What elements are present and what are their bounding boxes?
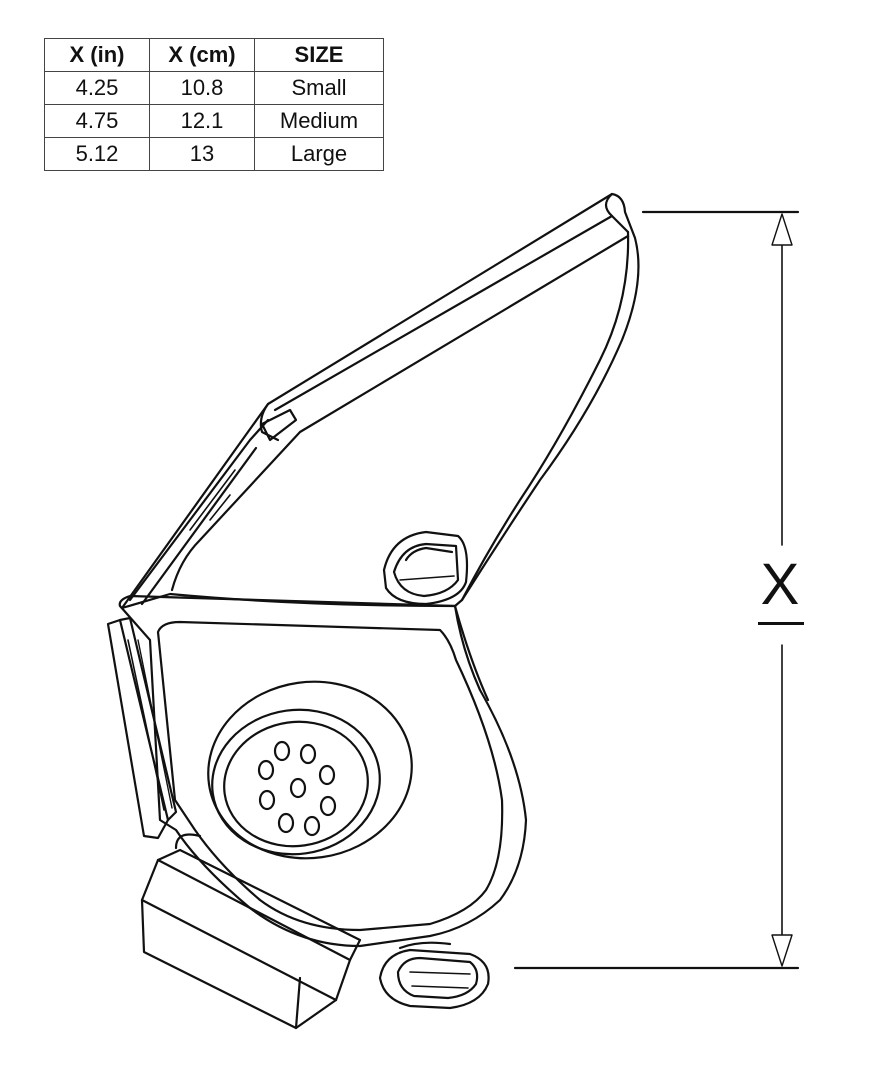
table-row: 5.12 13 Large (44, 137, 384, 171)
bottom-block (140, 833, 362, 1030)
header-x-in: X (in) (44, 38, 150, 72)
cell-x-in: 5.12 (44, 137, 150, 171)
cell-size: Large (254, 137, 384, 171)
cell-size: Small (254, 71, 384, 105)
side-cartridge (106, 616, 178, 840)
header-size: SIZE (254, 38, 384, 72)
dimension-lines (513, 210, 800, 970)
upper-strap-buckle (382, 530, 469, 606)
dimension-label-underline (758, 622, 804, 625)
head-cradle (120, 192, 640, 610)
dimension-bottom-arrow (771, 934, 793, 967)
size-table-header-row: X (in) X (cm) SIZE (44, 38, 384, 72)
size-table: X (in) X (cm) SIZE 4.25 10.8 Small 4.75 … (44, 38, 384, 171)
cell-x-cm: 13 (149, 137, 255, 171)
lower-strap-buckle (378, 941, 490, 1010)
mask-body (118, 594, 528, 948)
dimension-top-arrow (771, 213, 793, 246)
dimension-label: X (760, 552, 800, 617)
header-x-cm: X (cm) (149, 38, 255, 72)
valve-disc (207, 680, 413, 860)
